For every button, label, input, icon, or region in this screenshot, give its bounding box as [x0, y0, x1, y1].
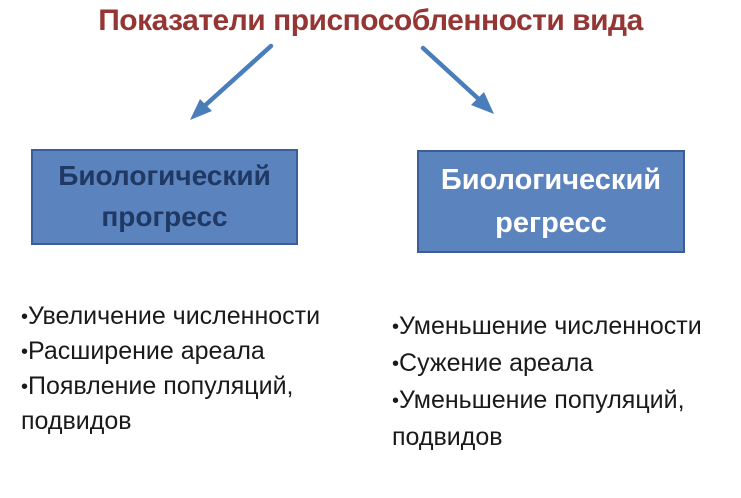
bullet-marker: • — [392, 390, 400, 412]
bullet-marker: • — [392, 353, 400, 375]
list-item-text: Появление популяций, — [28, 372, 294, 400]
list-item-text: Сужение ареала — [399, 349, 594, 377]
list-item: •Уменьшение численности — [392, 308, 737, 345]
box-progress-label-line2: прогресс — [101, 201, 228, 232]
box-progress-label-line1: Биологический — [58, 160, 271, 192]
list-item-text: Уменьшение численности — [399, 312, 702, 340]
list-item: •Увеличение численности — [21, 299, 381, 334]
list-item: •Появление популяций, — [21, 369, 381, 404]
list-item: •Расширение ареала — [21, 334, 381, 369]
bullet-marker: • — [21, 376, 29, 398]
list-item: •Уменьшение популяций, — [392, 382, 737, 419]
list-item: •Сужение ареала — [392, 345, 737, 382]
box-biological-progress: Биологический прогресс — [31, 149, 298, 245]
box-biological-regress: Биологический регресс — [417, 150, 685, 253]
box-regress-label-line1: Биологический — [440, 164, 662, 197]
regress-list: •Уменьшение численности •Сужение ареала … — [392, 308, 737, 455]
slide-title: Показатели приспособленности вида — [98, 4, 643, 37]
list-item-text: подвидов — [392, 423, 503, 451]
list-item-text: Уменьшение популяций, — [399, 386, 685, 414]
list-item-text: Увеличение численности — [28, 302, 321, 330]
list-item-continuation: подвидов — [392, 419, 737, 455]
list-item-continuation: подвидов — [21, 404, 381, 438]
bullet-marker: • — [392, 316, 400, 338]
bullet-marker: • — [21, 341, 29, 363]
box-regress-label-line2: регресс — [495, 206, 607, 239]
progress-list: •Увеличение численности •Расширение ареа… — [21, 299, 381, 438]
list-item-text: Расширение ареала — [28, 337, 265, 365]
bullet-marker: • — [21, 306, 29, 328]
left-arrow-icon — [190, 43, 274, 120]
right-arrow-icon — [420, 45, 494, 114]
list-item-text: подвидов — [21, 407, 132, 435]
